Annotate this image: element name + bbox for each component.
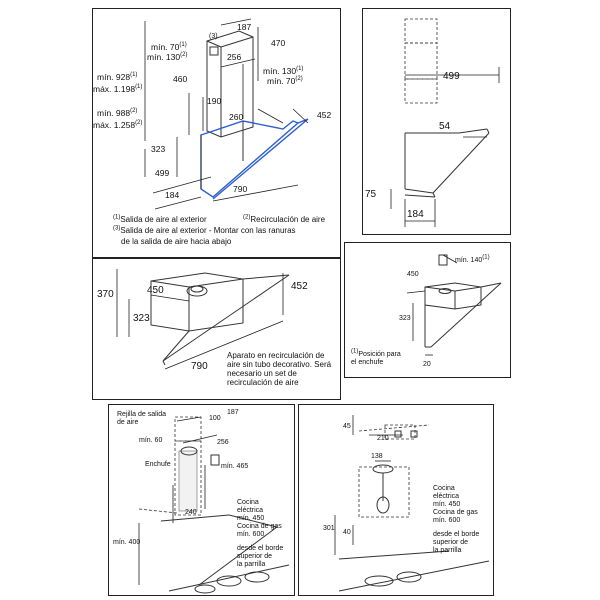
dim-45: 45 xyxy=(343,423,351,430)
dim-100: 100 xyxy=(209,415,221,422)
label-enchufe: Enchufe xyxy=(145,461,171,468)
legend-line-2: (2)Recirculación de aire xyxy=(243,214,326,224)
dim-190: 190 xyxy=(207,96,222,106)
dim-40: 40 xyxy=(343,529,351,536)
dim-256: 256 xyxy=(227,52,242,62)
panel-recirculation: 370 450 452 323 790 Aparato en recircula… xyxy=(92,258,341,400)
hood-drawing-side xyxy=(390,18,500,227)
label-borde-left: desde el borde superior de la parrilla xyxy=(237,545,284,568)
installation-drawing-left xyxy=(138,416,290,594)
panel-plug-position: mín. 140(1) 450 323 20 (1)Posición para … xyxy=(344,242,511,378)
dim-790: 790 xyxy=(233,184,248,194)
plug-note: (1)Posición para el enchufe xyxy=(351,348,401,366)
legend-line-3b: de la salida de aire hacia abajo xyxy=(121,237,232,246)
dim-452: 452 xyxy=(317,110,332,120)
dim-452-recirc: 452 xyxy=(291,281,308,292)
hood-drawing-main xyxy=(144,18,309,210)
dim-max-1198: máx. 1.198(1) xyxy=(93,84,143,94)
dim-499-side: 499 xyxy=(443,71,460,82)
dim-min-70-mid: mín. 70(2) xyxy=(267,76,303,86)
dim-323-plug: 323 xyxy=(399,315,411,322)
dim-301: 301 xyxy=(323,525,335,532)
dim-260: 260 xyxy=(229,112,244,122)
dim-min-70-top: mín. 70(1) xyxy=(151,42,187,52)
dim-240: 240 xyxy=(185,509,197,516)
hood-drawing-recirculation xyxy=(116,269,290,370)
legend-line-3: (3)Salida de aire al exterior - Montar c… xyxy=(113,225,296,235)
dim-min-130-top: mín. 130(2) xyxy=(147,52,188,62)
dim-54: 54 xyxy=(439,121,451,132)
dim-790-recirc: 790 xyxy=(191,361,208,372)
dim-450: 450 xyxy=(147,285,164,296)
dim-210: 210 xyxy=(377,435,389,442)
dim-min-928: mín. 928(1) xyxy=(97,72,138,82)
dim-256-install: 256 xyxy=(217,439,229,446)
label-cocina-right: Cocina eléctrica mín. 450 Cocina de gas … xyxy=(433,485,478,524)
dim-75: 75 xyxy=(365,189,377,200)
panel-side-view: 499 54 75 184 xyxy=(362,8,511,235)
legend-line-1: (1)Salida de aire al exterior xyxy=(113,214,207,224)
dim-184: 184 xyxy=(165,190,180,200)
dim-460: 460 xyxy=(173,74,188,84)
dim-187-install: 187 xyxy=(227,409,239,416)
label-borde-right: desde el borde superior de la parrilla xyxy=(433,531,480,554)
dim-470: 470 xyxy=(271,38,286,48)
dim-138: 138 xyxy=(371,453,383,460)
dim-187: 187 xyxy=(237,22,252,32)
dim-min-140: mín. 140(1) xyxy=(455,254,490,264)
label-rejilla: Rejilla de salida de aire xyxy=(117,411,167,426)
dim-min-60: mín. 60 xyxy=(139,437,163,444)
installation-drawing-right xyxy=(334,415,490,592)
dim-note-3: (3) xyxy=(209,33,218,40)
dim-450-plug: 450 xyxy=(407,271,419,278)
dim-max-1258: máx. 1.258(2) xyxy=(93,120,143,130)
dim-min-988: mín. 988(2) xyxy=(97,108,138,118)
dim-min-465: mín. 465 xyxy=(221,463,249,470)
dim-370: 370 xyxy=(97,289,114,300)
label-cocina-left: Cocina eléctrica mín. 450 Cocina de gas … xyxy=(237,499,282,538)
panel-main-dimensions: 187 (3) 256 470 mín. 70(1) mín. 130(2) m… xyxy=(92,8,341,258)
dim-184-side: 184 xyxy=(407,209,424,220)
panel-installation-left: Rejilla de salida de aire mín. 60 100 18… xyxy=(108,404,295,596)
dim-323: 323 xyxy=(151,144,166,154)
panel-installation-right: 45 210 138 301 40 Cocina eléctrica mín. … xyxy=(298,404,494,596)
hood-drawing-plug xyxy=(406,254,502,356)
dim-20: 20 xyxy=(423,361,431,368)
dim-min-400: mín. 400 xyxy=(113,539,141,546)
dim-323-recirc: 323 xyxy=(133,313,150,324)
recirculation-note: Aparato en recirculación de aire sin tub… xyxy=(227,351,332,387)
dim-min-130-mid: mín. 130(1) xyxy=(263,66,304,76)
dim-499: 499 xyxy=(155,168,170,178)
